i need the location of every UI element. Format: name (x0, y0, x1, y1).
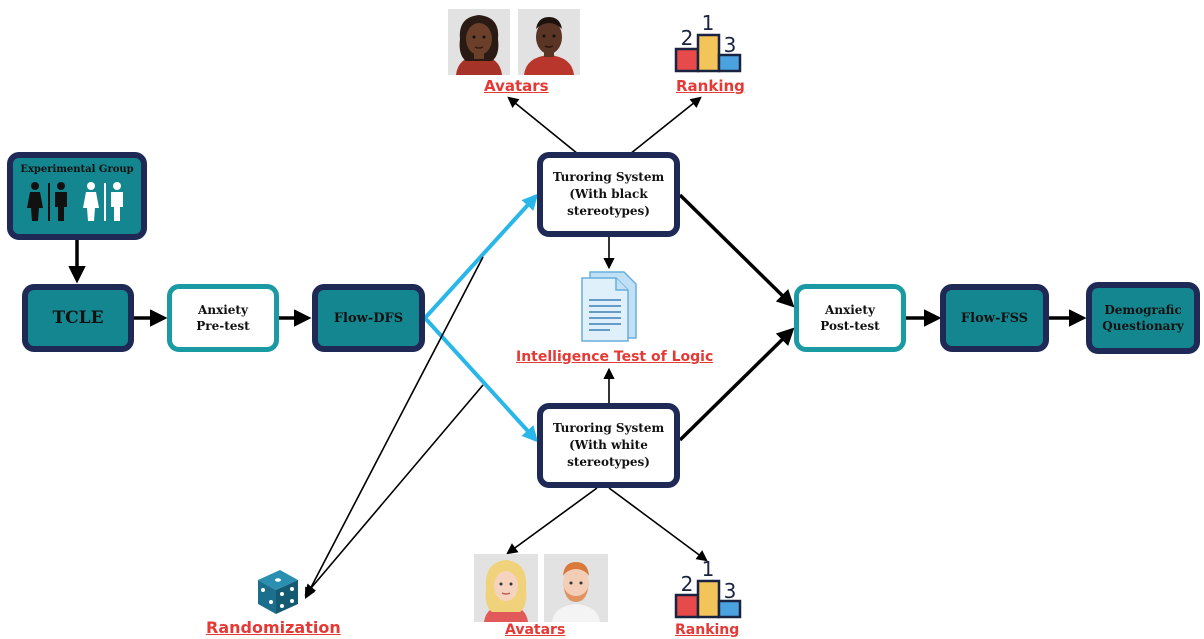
dice-icon (258, 570, 298, 614)
experimental-group-box: Experimental Group (7, 152, 147, 240)
arrow-white-to-post (678, 327, 795, 442)
podium-top-third: 3 (724, 33, 737, 57)
arrow-dfs-to-black (423, 193, 539, 320)
tutoring-white-line3: stereotypes) (567, 455, 650, 469)
document-icon (581, 271, 637, 342)
people-icon (27, 182, 123, 221)
anxiety-posttest-line2: Post-test (820, 319, 880, 333)
podium-icon: 2 1 3 (674, 557, 742, 619)
flow-dfs-label: Flow-DFS (333, 310, 404, 326)
anxiety-posttest-box: Anxiety Post-test (794, 284, 906, 352)
flow-fss-label: Flow-FSS (960, 310, 1029, 326)
tutoring-white-box: Turoring System (With white stereotypes) (537, 403, 680, 488)
tutoring-black-line2: (With black (569, 187, 648, 201)
ranking-bottom-label: Ranking (675, 622, 740, 638)
tcle-label: TCLE (52, 308, 104, 328)
arrow-black-to-ranking (629, 96, 702, 155)
tutoring-black-line1: Turoring System (552, 170, 665, 184)
intelligence-test-label: Intelligence Test of Logic (516, 349, 714, 365)
experimental-group-label: Experimental Group (20, 164, 134, 175)
podium-top-second: 2 (681, 26, 694, 50)
demographic-line1: Demografic (1104, 303, 1182, 317)
tutoring-black-line3: stereotypes) (567, 204, 650, 218)
podium-icon: 2 1 3 (674, 11, 742, 73)
male-avatar-icon (544, 554, 608, 622)
line-randomization-lower (304, 384, 484, 596)
avatars-top-label: Avatars (484, 77, 549, 95)
tutoring-white-line2: (With white (569, 438, 648, 452)
avatars-bottom-label: Avatars (505, 622, 566, 638)
podium-bottom-third: 3 (724, 579, 737, 603)
ranking-top-label: Ranking (676, 77, 745, 95)
arrow-black-to-post (678, 193, 795, 308)
arrow-dfs-to-white (423, 316, 539, 443)
male-avatar-icon (518, 9, 580, 75)
flow-fss-box: Flow-FSS (940, 284, 1049, 352)
podium-bottom-second: 2 (681, 572, 694, 596)
randomization-label: Randomization (206, 618, 341, 637)
demographic-line2: Questionary (1102, 319, 1184, 333)
arrow-black-to-avatars (507, 96, 579, 155)
arrow-white-to-ranking (608, 487, 708, 562)
line-randomization-upper (304, 256, 484, 599)
female-avatar-icon (474, 554, 538, 622)
tutoring-black-box: Turoring System (With black stereotypes) (537, 152, 680, 237)
tcle-box: TCLE (22, 284, 134, 352)
tutoring-white-line1: Turoring System (552, 421, 665, 435)
podium-top-first: 1 (702, 11, 715, 35)
arrow-white-to-avatars (506, 487, 598, 555)
anxiety-pretest-line2: Pre-test (196, 319, 250, 333)
anxiety-posttest-line1: Anxiety (825, 303, 875, 317)
anxiety-pretest-line1: Anxiety (198, 303, 248, 317)
demographic-box: Demografic Questionary (1086, 282, 1200, 354)
podium-bottom-first: 1 (702, 557, 715, 581)
flow-dfs-box: Flow-DFS (312, 284, 425, 352)
female-avatar-icon (448, 9, 510, 75)
anxiety-pretest-box: Anxiety Pre-test (167, 284, 279, 352)
